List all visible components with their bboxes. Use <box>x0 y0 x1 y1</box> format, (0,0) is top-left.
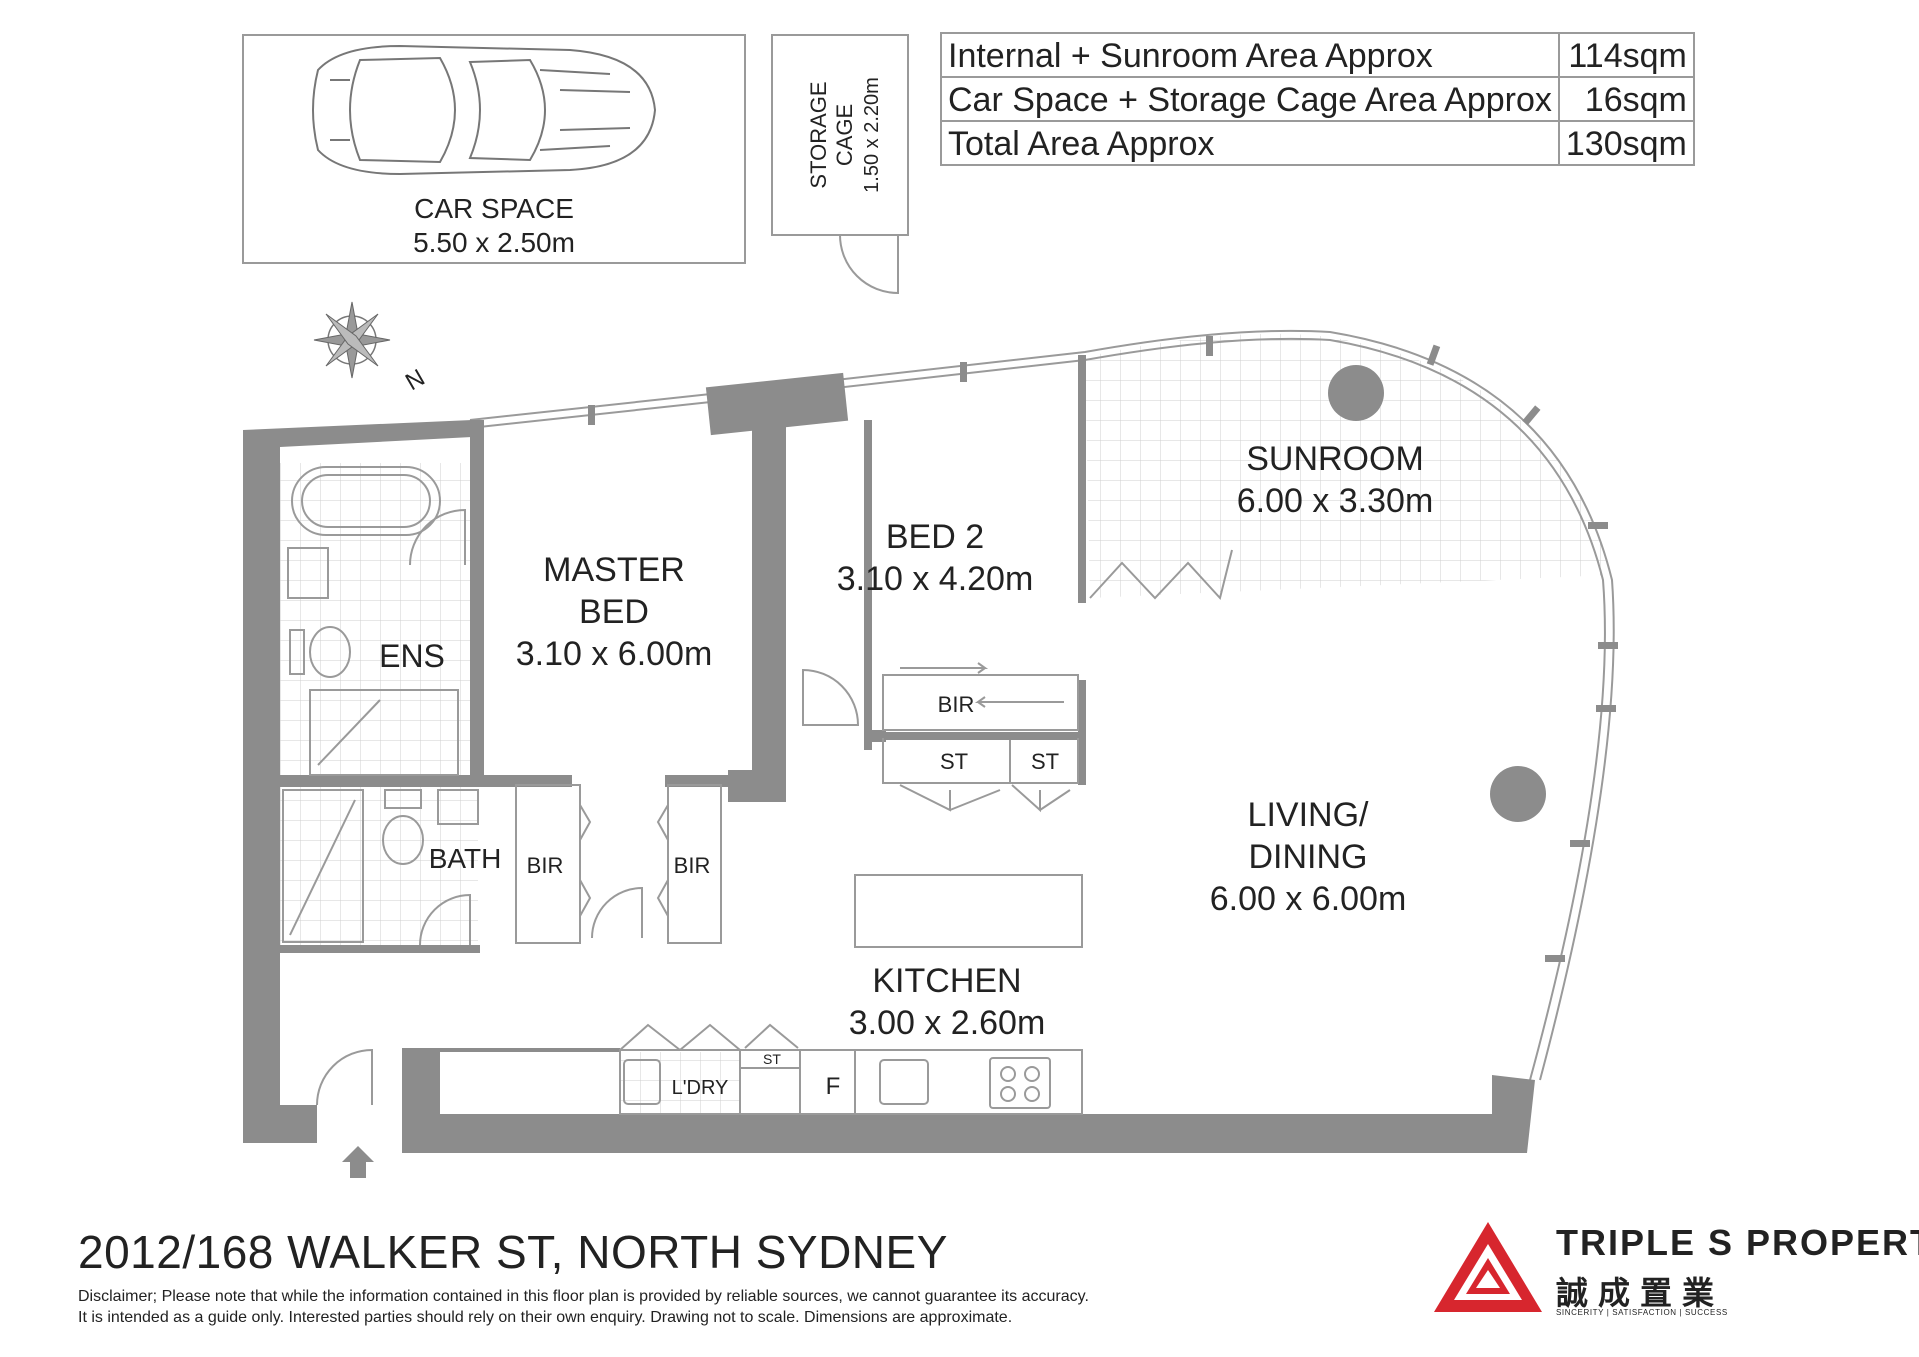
brand-logo: TRIPLE S PROPERTY 誠成置業 SINCERITY | SATIS… <box>1428 1218 1919 1318</box>
area-label: Internal + Sunroom Area Approx <box>940 32 1560 78</box>
kitchen-dims: 3.00 x 2.60m <box>849 1004 1046 1042</box>
storage-cage-label: STORAGE <box>806 81 831 188</box>
laundry-label: L'DRY <box>672 1077 729 1099</box>
area-label: Car Space + Storage Cage Area Approx <box>940 76 1560 122</box>
bir-label: BIR <box>674 853 711 878</box>
column <box>1490 766 1546 822</box>
st-label: ST <box>763 1051 781 1067</box>
st-label: ST <box>940 749 968 774</box>
living-name-2: DINING <box>1249 838 1368 876</box>
bir-label: BIR <box>938 692 975 717</box>
ens-name: ENS <box>379 638 445 674</box>
table-row: Internal + Sunroom Area Approx 114sqm <box>940 32 1695 78</box>
area-value: 114sqm <box>1557 32 1695 78</box>
living-dims: 6.00 x 6.00m <box>1210 880 1407 918</box>
st-label: ST <box>1031 749 1059 774</box>
sunroom-dims: 6.00 x 3.30m <box>1237 482 1434 520</box>
fridge-label: F <box>826 1073 841 1100</box>
bir-label: BIR <box>527 853 564 878</box>
apartment <box>243 329 1618 1178</box>
car-space: CAR SPACE 5.50 x 2.50m <box>242 34 746 264</box>
brand-chinese-name: 誠成置業 <box>1556 1274 1725 1312</box>
area-value: 130sqm <box>1557 120 1695 166</box>
bath-name: BATH <box>429 843 502 874</box>
compass-north-letter: N <box>401 364 430 396</box>
bed2-name: BED 2 <box>886 518 984 556</box>
kitchen-name: KITCHEN <box>872 962 1021 1000</box>
storage-cage-dims: 1.50 x 2.20m <box>861 77 883 193</box>
sunroom-name: SUNROOM <box>1246 440 1424 478</box>
master-name-2: BED <box>579 593 649 631</box>
master-name: MASTER <box>543 551 685 589</box>
table-row: Car Space + Storage Cage Area Approx 16s… <box>940 76 1695 122</box>
disclaimer-line: It is intended as a guide only. Interest… <box>78 1309 1013 1326</box>
area-value: 16sqm <box>1557 76 1695 122</box>
triple-s-logo-icon <box>1434 1222 1542 1312</box>
car-space-label: CAR SPACE <box>414 193 574 224</box>
bed2-dims: 3.10 x 4.20m <box>837 560 1034 598</box>
room-labels: SUNROOM 6.00 x 3.30m BED 2 3.10 x 4.20m … <box>379 440 1433 1100</box>
disclaimer: Disclaimer; Please note that while the i… <box>78 1286 1089 1328</box>
table-row: Total Area Approx 130sqm <box>940 120 1695 166</box>
property-address: 2012/168 WALKER ST, NORTH SYDNEY <box>78 1226 948 1278</box>
walls <box>243 355 1535 1153</box>
disclaimer-line: Disclaimer; Please note that while the i… <box>78 1288 1089 1305</box>
storage-cage: STORAGE CAGE 1.50 x 2.20m <box>771 34 909 295</box>
master-dims: 3.10 x 6.00m <box>516 635 713 673</box>
car-space-dims: 5.50 x 2.50m <box>413 227 575 258</box>
storage-cage-label-2: CAGE <box>832 104 857 166</box>
column <box>1328 365 1384 421</box>
entry-arrow-icon <box>342 1146 374 1178</box>
brand-name: TRIPLE S PROPERTY <box>1556 1222 1919 1263</box>
area-table: Internal + Sunroom Area Approx 114sqm Ca… <box>940 32 1695 166</box>
brand-tagline: SINCERITY | SATISFACTION | SUCCESS <box>1556 1308 1728 1317</box>
compass-rose-icon <box>313 301 391 379</box>
area-label: Total Area Approx <box>940 120 1560 166</box>
living-name: LIVING/ <box>1248 796 1369 834</box>
car-icon <box>312 44 657 176</box>
